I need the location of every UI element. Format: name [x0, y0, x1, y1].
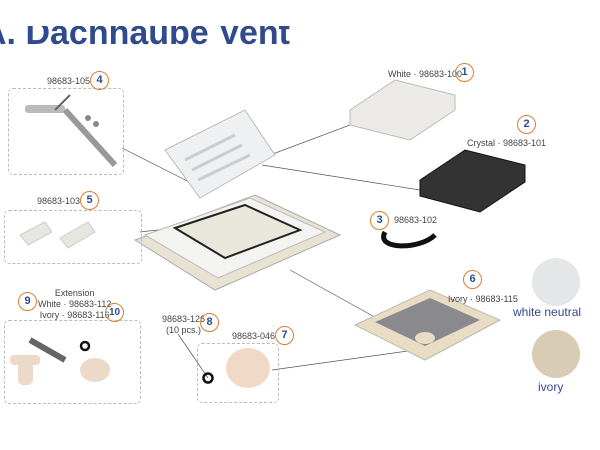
ivory-frame	[353, 289, 502, 361]
part-2-number: 2	[517, 115, 536, 134]
part-1-label: White · 98683-100	[388, 69, 463, 79]
swatch-white-neutral	[532, 258, 580, 306]
part-9-title: Extension	[54, 288, 95, 298]
part-8-qty: (10 pcs.)	[166, 325, 202, 335]
part-4-number: 4	[90, 71, 109, 90]
part-5-number: 5	[80, 191, 99, 210]
swatch-ivory	[532, 330, 580, 378]
part-1-number: 1	[455, 63, 474, 82]
part-9-white: White · 98683-112	[38, 299, 112, 309]
part-9-number: 9	[18, 292, 37, 311]
part-2-label: Crystal · 98683-101	[467, 138, 547, 148]
part-3-label: 98683-102	[394, 215, 438, 225]
part-9-ivory: Ivory · 98683-116	[39, 310, 110, 320]
part-4-box	[8, 88, 124, 175]
part-4-label: 98683-105	[47, 76, 91, 86]
part-5-label: 98683-103	[37, 196, 81, 206]
part-5-box	[4, 210, 142, 264]
seal	[381, 230, 437, 249]
crystal-cover	[419, 149, 526, 213]
main-vent	[133, 109, 342, 291]
part-6-number: 6	[463, 270, 482, 289]
part-9-10-box	[4, 320, 141, 404]
part-8-number: 8	[200, 313, 219, 332]
part-8-code: 98683-126	[162, 314, 206, 324]
part-3-number: 3	[370, 211, 389, 230]
part-10-number: 10	[105, 303, 124, 322]
page-title: A. Dachhaube Vent	[0, 14, 290, 52]
white-cover	[349, 79, 456, 141]
part-7-label: 98683-046	[232, 331, 276, 341]
swatch-white-neutral-label: white neutral	[513, 305, 582, 319]
part-7-box	[197, 343, 279, 403]
part-6-label: Ivory · 98683-115	[448, 294, 518, 304]
swatch-ivory-label: ivory	[538, 380, 564, 394]
part-7-number: 7	[275, 326, 294, 345]
part-8-label: 98683-126(10 pcs.)	[162, 314, 205, 336]
